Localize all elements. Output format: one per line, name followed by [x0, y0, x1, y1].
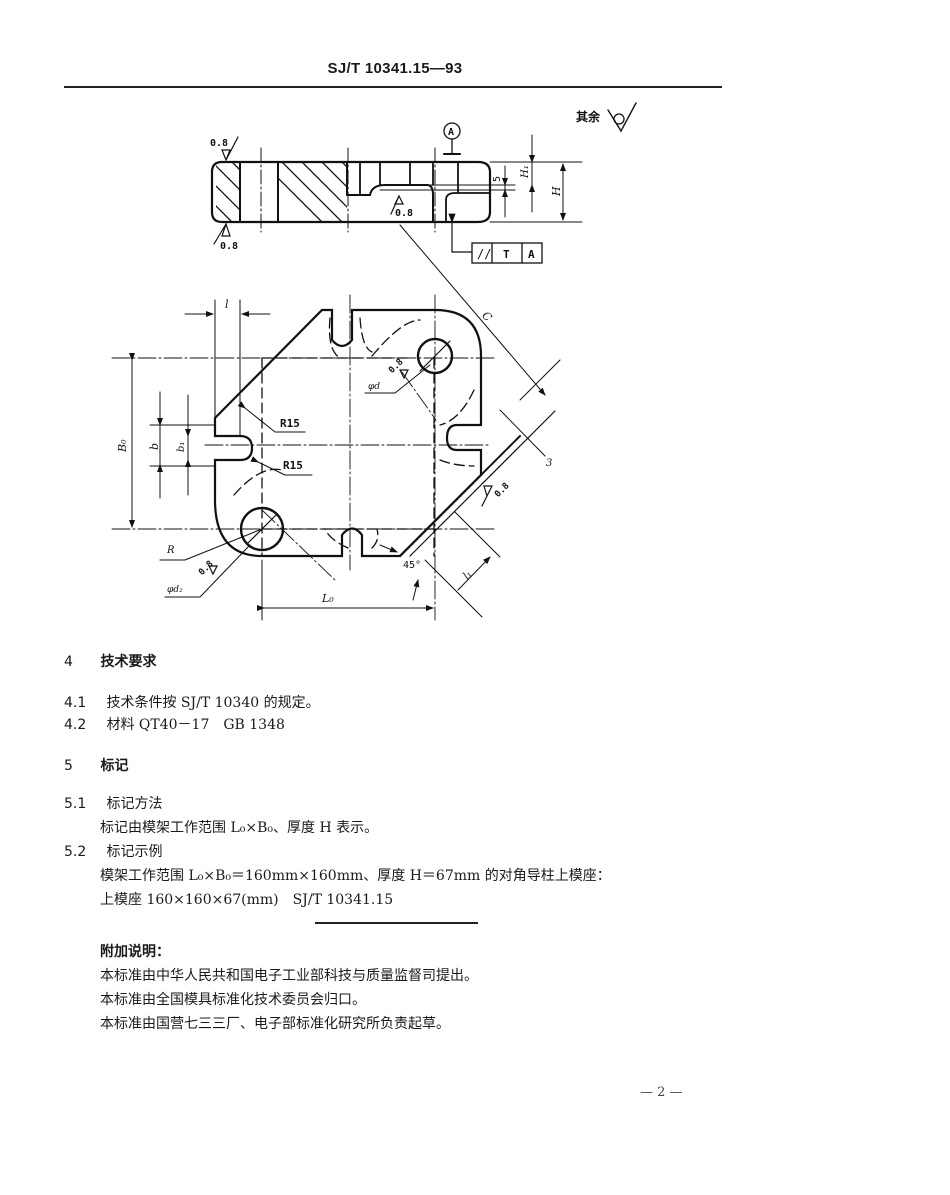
svg-text:3: 3	[546, 458, 552, 469]
svg-text:0.8: 0.8	[220, 241, 238, 252]
section-view: A // T A 5 H₁ H 0.8 0.8 0.8 其余	[210, 102, 637, 264]
standard-code-header: SJ/T 10341.15—93	[327, 60, 463, 77]
section-number: 5.1	[64, 796, 87, 812]
section-4-1: 4.1 技术条件按 SJ/T 10340 的规定。	[64, 693, 320, 713]
section-number: 4	[64, 654, 73, 670]
section-5-2-example: 上模座 160×160×67(mm) SJ/T 10341.15	[100, 892, 394, 908]
header-divider	[64, 86, 722, 88]
section-title: 标记示例	[106, 844, 163, 860]
notes-line: 本标准由国营七三三厂、电子部标准化研究所负责起草。	[100, 1016, 450, 1032]
svg-text:T: T	[503, 248, 510, 261]
svg-text:C: C	[479, 309, 495, 325]
section-divider	[315, 922, 478, 924]
svg-text:A: A	[528, 248, 535, 261]
svg-text:0.8: 0.8	[395, 208, 413, 219]
section-4-heading: 4 技术要求	[64, 652, 156, 672]
svg-text:0.8: 0.8	[493, 481, 512, 500]
svg-text:5: 5	[492, 176, 503, 182]
svg-text:R15: R15	[283, 459, 303, 472]
section-5-2-body: 模架工作范围 L₀×B₀＝160mm×160mm、厚度 H＝67mm 的对角导柱…	[100, 868, 611, 884]
svg-text:R15: R15	[280, 417, 300, 430]
section-number: 4.2	[64, 717, 87, 733]
section-title: 技术要求	[100, 654, 157, 670]
svg-text:B₀: B₀	[116, 439, 129, 453]
svg-text:H: H	[550, 186, 563, 197]
section-number: 5	[64, 758, 73, 774]
svg-text:其余: 其余	[576, 109, 601, 124]
svg-text:L₀: L₀	[321, 592, 334, 605]
section-5-1: 5.1 标记方法	[64, 794, 162, 814]
section-5-1-body: 标记由模架工作范围 L₀×B₀、厚度 H 表示。	[100, 820, 379, 836]
section-text: 材料 QT40－17 GB 1348	[106, 717, 285, 733]
technical-drawing: A // T A 5 H₁ H 0.8 0.8 0.8 其余	[111, 102, 637, 621]
svg-text:b₁: b₁	[176, 442, 187, 452]
svg-text:φd: φd	[368, 382, 380, 392]
svg-text:H₁: H₁	[520, 165, 531, 179]
svg-text:b: b	[148, 443, 161, 450]
svg-text:0.8: 0.8	[210, 138, 228, 149]
section-number: 5.2	[64, 844, 87, 860]
page-number: — 2 —	[640, 1085, 683, 1100]
section-title: 标记	[100, 758, 129, 774]
notes-title: 附加说明：	[100, 944, 170, 960]
svg-text:R: R	[166, 545, 175, 556]
svg-text:l: l	[225, 298, 229, 311]
svg-text:l₁: l₁	[461, 569, 474, 582]
notes-line: 本标准由全国模具标准化技术委员会归口。	[100, 992, 366, 1008]
plan-view: C 3 l B₀ b b₁ R15 R15 R	[111, 224, 561, 621]
svg-text:45°: 45°	[403, 560, 421, 571]
notes-line: 本标准由中华人民共和国电子工业部科技与质量监督司提出。	[100, 968, 478, 984]
section-4-2: 4.2 材料 QT40－17 GB 1348	[64, 715, 285, 735]
svg-text:A: A	[448, 127, 454, 138]
section-5-2: 5.2 标记示例	[64, 842, 162, 862]
svg-text:φd₂: φd₂	[167, 585, 183, 595]
section-5-heading: 5 标记	[64, 756, 128, 776]
section-number: 4.1	[64, 695, 87, 711]
svg-text://: //	[477, 247, 491, 261]
section-text: 技术条件按 SJ/T 10340 的规定。	[106, 695, 320, 711]
section-title: 标记方法	[106, 796, 163, 812]
